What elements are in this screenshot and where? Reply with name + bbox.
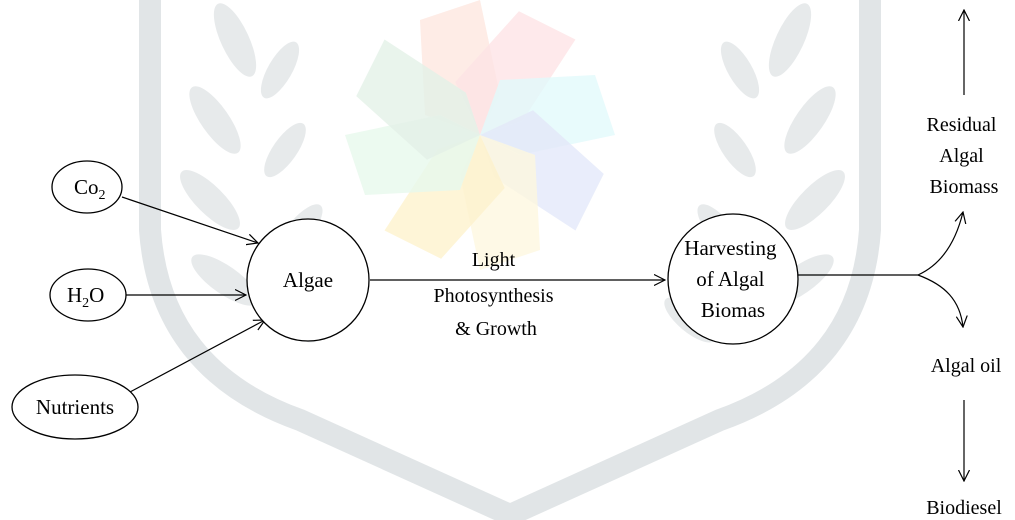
watermark-petal [420,0,500,135]
watermark-petal [356,39,480,160]
co2-subscript: 2 [99,188,106,203]
node-algae: Algae [246,218,370,342]
harvesting-line-3: Biomas [701,298,765,322]
nutrients-label: Nutrients [36,395,114,419]
process-label-line-1: Light [472,249,516,271]
watermark-petal [480,110,604,231]
process-label-line-2: Photosynthesis [433,285,553,307]
algae-label: Algae [283,268,333,292]
watermark-petal [455,11,576,135]
svg-text:Harvesting of Algal: Harvesting of Algal Biomas [684,236,781,322]
residual-biomass-label: Residual Algal Biomass [927,114,1002,198]
edge-nutrients-to-algae [129,320,265,393]
edges [121,10,964,481]
harvesting-line-2: of Algal [696,267,764,291]
process-label-line-3: & Growth [455,318,537,340]
svg-text:Co2: Co2 [74,175,106,203]
watermark-petal [480,75,615,155]
watermark-petal [384,135,505,259]
algal-oil-label: Algal oil [931,355,1002,377]
harvesting-line-1: Harvesting [684,236,777,260]
node-harvesting: Harvesting of Algal Biomas [667,213,799,345]
edge-to-residual-biomass [917,212,963,276]
node-co2: Co2 [51,160,123,214]
watermark-emblem-icon [139,0,881,520]
h2o-main: H [67,283,82,307]
watermark-petal [460,135,540,270]
node-h2o: H2O [49,268,127,322]
residual-line-1: Residual [927,114,997,136]
residual-line-2: Algal [939,145,984,167]
h2o-tail: O [89,283,104,307]
residual-line-3: Biomass [930,176,999,198]
biodiesel-label: Biodiesel [926,497,1002,519]
co2-main: Co [74,175,99,199]
edge-to-algal-oil [917,274,963,327]
h2o-subscript: 2 [82,296,89,311]
watermark-petal [345,115,480,195]
process-label: Light Photosynthesis & Growth [433,249,558,340]
edge-co2-to-algae [121,196,258,243]
node-nutrients: Nutrients [11,374,139,440]
svg-text:H2O: H2O [67,283,104,311]
